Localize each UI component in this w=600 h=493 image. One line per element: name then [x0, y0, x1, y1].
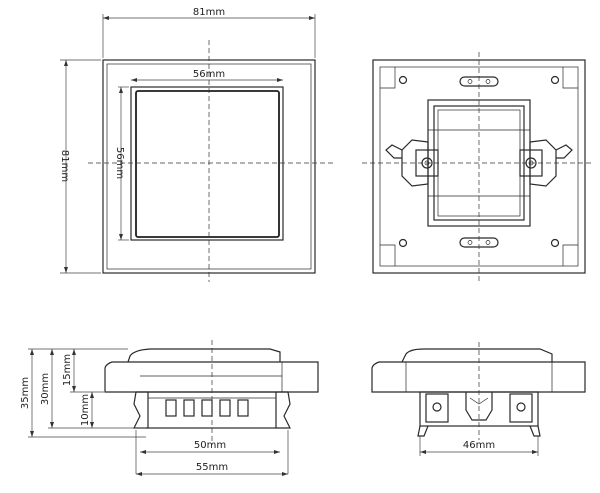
side-terminal-4	[219, 399, 231, 417]
rear-hole-tr	[550, 75, 560, 85]
rear-slot-top-dot-left	[467, 79, 473, 84]
end-hole-left	[432, 402, 442, 412]
front-inner-height-label: 56mm	[114, 147, 125, 179]
front-height-label: 81mm	[59, 150, 70, 182]
end-foot-left	[417, 425, 429, 437]
side-mid-height-label: 30mm	[40, 373, 51, 405]
rear-hole-tl	[398, 75, 408, 85]
side-view: 35mm 30mm 15mm 10mm 50mm 55mm	[20, 340, 319, 476]
end-view: 46mm	[371, 342, 586, 456]
rear-corner-br	[562, 244, 578, 266]
rear-clamp-right	[529, 139, 557, 187]
side-terminal-1	[165, 399, 177, 417]
side-inner-width-label: 50mm	[194, 440, 226, 451]
end-foot-right	[529, 425, 541, 437]
end-block-left	[425, 393, 449, 423]
rear-slot-top-dot-right	[485, 79, 491, 84]
side-claw-left	[133, 391, 148, 429]
side-terminal-2	[183, 399, 195, 417]
rear-corner-tl	[380, 67, 396, 89]
rear-clamp-left	[401, 139, 429, 187]
rear-corner-bl	[380, 244, 396, 266]
side-claw-right	[276, 391, 291, 429]
end-center-terminal	[465, 392, 493, 421]
side-top-height-label: 15mm	[62, 354, 73, 386]
rear-view	[362, 52, 592, 282]
rear-slot-bottom-dot-right	[485, 240, 491, 245]
end-width-label: 46mm	[463, 440, 495, 451]
rear-slot-bottom-dot-left	[467, 240, 473, 245]
end-center-terminal-detail	[469, 397, 489, 405]
side-total-height-label: 35mm	[20, 377, 31, 409]
side-terminal-3	[201, 399, 213, 417]
rear-corner-tr	[562, 67, 578, 89]
front-outer-frame-inner-edge	[106, 63, 312, 270]
rear-hole-bl	[398, 238, 408, 248]
rear-claw-left	[385, 144, 403, 159]
side-terminal-5	[237, 399, 249, 417]
side-rocker	[127, 348, 281, 363]
front-width-label: 81mm	[193, 7, 225, 18]
end-frame	[371, 361, 586, 393]
side-frame	[104, 361, 319, 393]
front-view: 81mm 56mm 81mm 56mm	[59, 7, 335, 282]
end-block-right	[509, 393, 533, 423]
rear-inner-frame	[379, 66, 579, 267]
rear-claw-right	[555, 144, 573, 159]
rear-hole-br	[550, 238, 560, 248]
end-rocker	[401, 348, 553, 363]
side-outer-width-label: 55mm	[196, 462, 228, 473]
side-bottom-height-label: 10mm	[80, 394, 91, 426]
front-inner-width-label: 56mm	[193, 69, 225, 80]
front-rocker-outer	[130, 86, 284, 241]
front-rocker-plate	[135, 90, 280, 238]
end-hole-right	[516, 402, 526, 412]
